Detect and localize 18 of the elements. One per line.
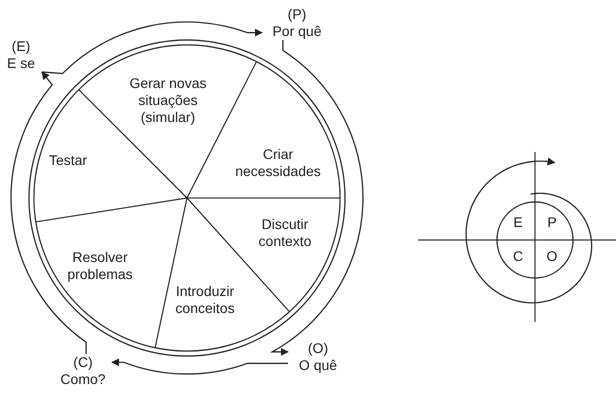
- arrow: [272, 40, 364, 356]
- sector-text: Gerar novas situações (simular): [128, 74, 208, 126]
- sector-text: Discutir contexto: [258, 216, 312, 250]
- quadrant-letter: C: [512, 248, 524, 265]
- stage-label: (P) Por quê: [262, 6, 332, 40]
- sector-text: Testar: [48, 152, 88, 168]
- arrow: [42, 21, 263, 74]
- quadrant-letter: O: [546, 248, 558, 265]
- arrow: [111, 358, 288, 375]
- sector-text: Criar necessidades: [234, 146, 322, 180]
- quadrant-letter: P: [546, 214, 558, 231]
- stage-label: (E) E se: [0, 38, 42, 72]
- sector-text: Introduzir conceitos: [174, 283, 236, 317]
- stage-label: (C) Como?: [54, 354, 112, 388]
- sector-text: Resolver problemas: [66, 249, 134, 283]
- quadrant-letter: E: [512, 214, 524, 231]
- stage-label: (O) O quê: [288, 340, 348, 374]
- arrow: [10, 71, 87, 354]
